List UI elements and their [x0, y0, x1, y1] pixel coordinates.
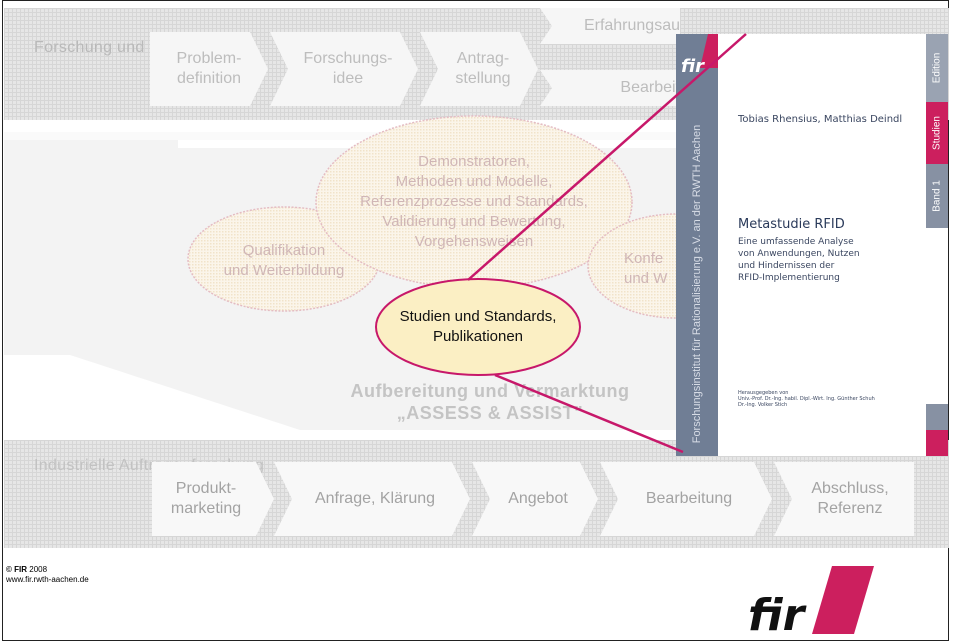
- book-title: Metastudie RFID: [738, 217, 845, 232]
- book-cover: fir Forschungsinstitut für Rationalisier…: [676, 34, 948, 456]
- studies-text: Studien und Standards, Publikationen: [399, 308, 557, 345]
- step-problem-definition: Problem- definition: [150, 32, 268, 106]
- step-processing-bottom: Bearbeitung: [600, 462, 772, 536]
- step-label: Produkt- marketing: [170, 480, 242, 517]
- qualification-text: Qualifikation und Weiterbildung: [223, 242, 345, 279]
- step-label: Anfrage, Klärung: [314, 490, 436, 507]
- demonstrators-text: Demonstratoren, Methoden und Modelle, Re…: [360, 153, 588, 250]
- step-product-marketing: Produkt- marketing: [152, 462, 274, 536]
- step-label: Forschungs- idee: [303, 50, 393, 87]
- step-label: Angebot: [508, 490, 568, 507]
- step-inquiry: Anfrage, Klärung: [274, 462, 470, 536]
- step-processing: Bearbeit: [540, 70, 680, 106]
- step-research-idea: Forschungs- idee: [270, 32, 418, 106]
- tab-lower-grey: [926, 404, 948, 430]
- step-offer: Angebot: [472, 462, 598, 536]
- demonstrators-ellipse: [315, 115, 633, 289]
- studies-ellipse: [375, 278, 581, 376]
- tab-lower-red: [926, 430, 948, 456]
- book-subtitle: Eine umfassende Analyse von Anwendungen,…: [738, 237, 860, 283]
- svg-text:fir: fir: [681, 56, 705, 77]
- copyright: © FIR 2008 www.fir.rwth-aachen.de: [6, 565, 89, 584]
- website-url: www.fir.rwth-aachen.de: [6, 575, 89, 584]
- marketing-title: Aufbereitung und Vermarktung „ASSESS & A…: [350, 381, 630, 423]
- step-application: Antrag- stellung: [420, 32, 538, 106]
- book-authors: Tobias Rhensius, Matthias Deindl: [738, 114, 903, 125]
- step-label: Bearbeit: [620, 79, 680, 96]
- book-editors: Herausgegeben von Univ.-Prof. Dr.-Ing. h…: [738, 390, 875, 408]
- step-experience: Erfahrungsau: [540, 8, 680, 44]
- conference-text: Konfe und W: [624, 250, 668, 287]
- tab-studien: Studien: [926, 102, 948, 164]
- svg-text:fir: fir: [748, 590, 807, 636]
- tab-band: Band 1: [926, 164, 948, 228]
- book-spine: fir Forschungsinstitut für Rationalisier…: [676, 34, 718, 456]
- fir-logo-icon: fir: [748, 566, 874, 636]
- tab-edition: Edition: [926, 34, 948, 102]
- step-label: Bearbeitung: [645, 490, 733, 507]
- step-label: Antrag- stellung: [455, 50, 511, 87]
- spine-logo-icon: fir: [681, 34, 718, 77]
- step-label: Erfahrungsau: [583, 17, 680, 34]
- step-completion: Abschluss, Referenz: [774, 462, 914, 536]
- step-label: Abschluss, Referenz: [811, 480, 889, 517]
- step-label: Problem- definition: [176, 50, 242, 87]
